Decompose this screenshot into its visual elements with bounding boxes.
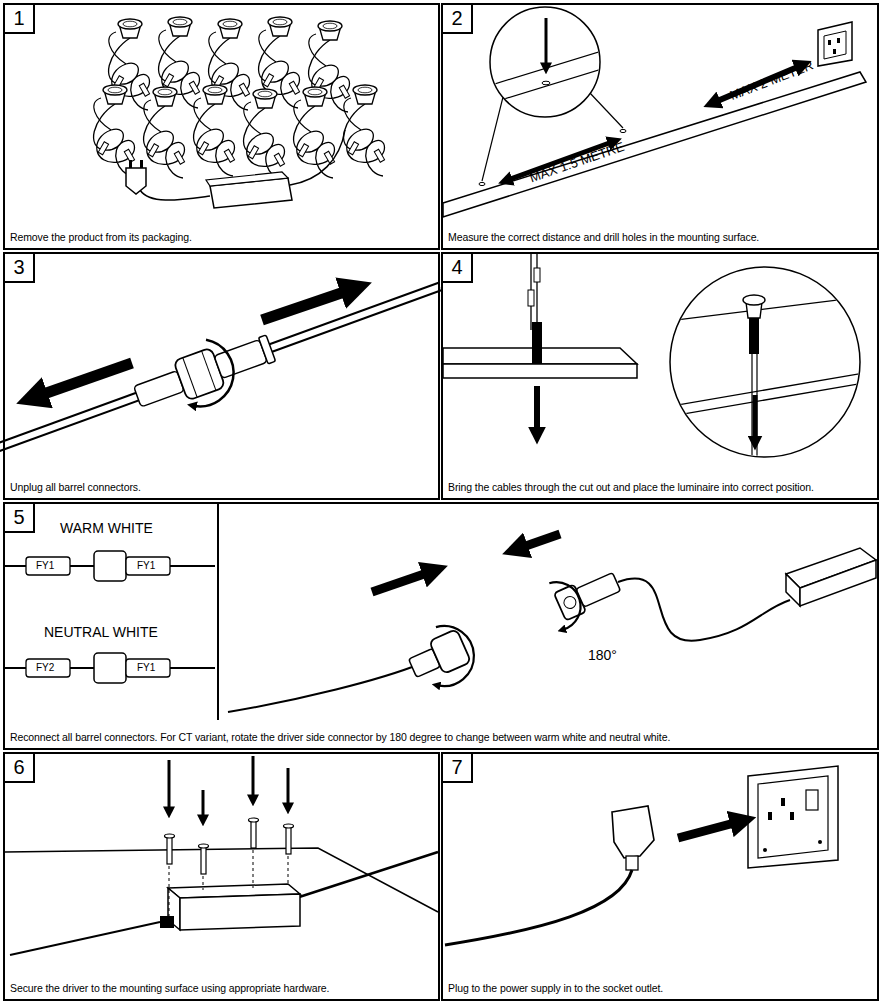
- fit-luminaire: [443, 254, 870, 460]
- step-panel: 2Measure the correct distance and drill …: [441, 3, 879, 250]
- dimension-label: NEUTRAL WHITE: [44, 625, 158, 640]
- step-panel: 7Plug to the power supply in to the sock…: [441, 752, 879, 1001]
- step-panel: 6Secure the driver to the mounting surfa…: [3, 752, 440, 1001]
- dimension-label: WARM WHITE: [60, 521, 153, 536]
- step-number: 7: [443, 754, 473, 783]
- step-caption: Reconnect all barrel connectors. For CT …: [10, 731, 872, 744]
- step-number: 4: [443, 254, 473, 283]
- step-number: 1: [5, 5, 35, 34]
- plug-in: [445, 766, 838, 945]
- step-panel: 4Bring the cables through the cut out an…: [441, 252, 879, 500]
- step-caption: Plug to the power supply in to the socke…: [448, 982, 872, 995]
- step-caption: Secure the driver to the mounting surfac…: [10, 982, 433, 995]
- step-caption: Bring the cables through the cut out and…: [448, 481, 872, 494]
- step-caption: Remove the product from its packaging.: [10, 231, 433, 244]
- step-panel: 3Unplug all barrel connectors.: [3, 252, 440, 500]
- step-caption: Measure the correct distance and drill h…: [448, 231, 872, 244]
- step-panel: 1Remove the product from its packaging.: [3, 3, 440, 250]
- product-contents: [94, 17, 385, 208]
- step-number: 2: [443, 5, 473, 34]
- connector-code: FY1: [35, 560, 55, 571]
- secure-driver: [5, 756, 438, 955]
- step-caption: Unplug all barrel connectors.: [10, 481, 433, 494]
- step-number: 5: [5, 504, 35, 533]
- connector-code: FY1: [136, 662, 156, 673]
- connector-code: FY1: [136, 560, 156, 571]
- reconnect-connectors: [5, 504, 876, 720]
- step-number: 3: [5, 254, 35, 283]
- step-number: 6: [5, 754, 35, 783]
- connector-code: FY2: [35, 662, 55, 673]
- unplug-connector: [0, 258, 451, 481]
- mounting-board: [443, 7, 866, 217]
- dimension-label: 180°: [588, 648, 617, 663]
